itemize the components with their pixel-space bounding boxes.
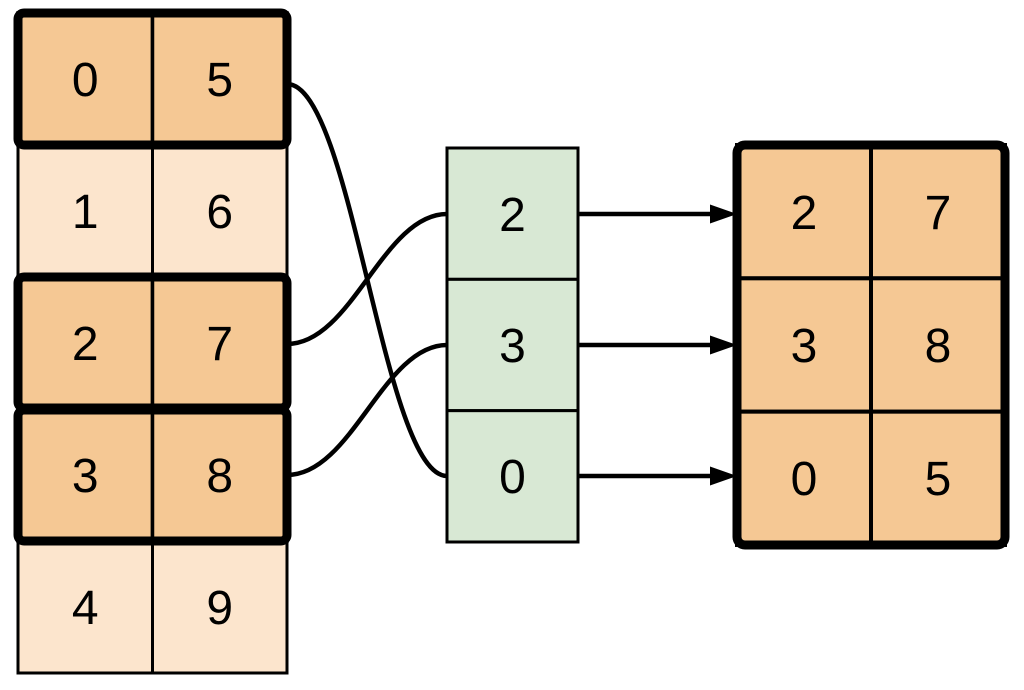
result-value-r2c0: 0 bbox=[791, 453, 818, 506]
source-value-r1c1: 6 bbox=[206, 186, 233, 239]
source-value-r3c1: 8 bbox=[206, 450, 233, 503]
source-cell-r2c1 bbox=[150, 275, 289, 411]
index-cell-1 bbox=[445, 277, 580, 413]
source-cell-r1c0 bbox=[16, 143, 154, 279]
arrow-head-0 bbox=[710, 204, 737, 224]
index-cell-0 bbox=[445, 146, 580, 281]
source-cell-r1c1 bbox=[151, 143, 289, 279]
source-row0-highlight-border bbox=[13, 8, 292, 150]
result-table-outer-border bbox=[732, 140, 1010, 550]
source-cell-r0c1 bbox=[150, 11, 289, 147]
source-value-r4c0: 4 bbox=[72, 582, 99, 635]
result-value-r2c1: 5 bbox=[925, 453, 952, 506]
source-value-r4c1: 9 bbox=[206, 582, 233, 635]
index-value-0: 2 bbox=[499, 189, 526, 242]
result-arrows bbox=[578, 204, 737, 486]
curve-row3-to-index3 bbox=[286, 342, 448, 478]
mapping-curves bbox=[286, 81, 448, 479]
source-value-r2c0: 2 bbox=[72, 318, 99, 371]
source-value-r0c0: 0 bbox=[72, 54, 99, 107]
source-cell-r4c1 bbox=[151, 539, 289, 675]
curve-row2-to-index2 bbox=[286, 211, 448, 347]
result-array-table: 2 7 3 8 0 5 bbox=[732, 140, 1010, 550]
index-value-2: 0 bbox=[499, 451, 526, 504]
index-array-column: 2 3 0 bbox=[445, 146, 580, 544]
source-value-r0c1: 5 bbox=[206, 54, 233, 107]
result-cell-r1c0 bbox=[735, 276, 873, 414]
result-value-r0c0: 2 bbox=[791, 187, 818, 240]
result-value-r1c1: 8 bbox=[925, 320, 952, 373]
source-value-r3c0: 3 bbox=[72, 450, 99, 503]
source-array-table: 0 5 1 6 2 7 3 8 4 9 bbox=[13, 8, 292, 675]
index-cell-2 bbox=[445, 409, 580, 544]
source-value-r1c0: 1 bbox=[72, 186, 99, 239]
index-value-1: 3 bbox=[499, 320, 526, 373]
arrow-head-1 bbox=[710, 335, 737, 355]
source-value-r2c1: 7 bbox=[206, 318, 233, 371]
result-value-r0c1: 7 bbox=[925, 187, 952, 240]
result-value-r1c0: 3 bbox=[791, 320, 818, 373]
result-cell-r1c1 bbox=[869, 276, 1007, 414]
arrow-head-2 bbox=[710, 466, 737, 486]
